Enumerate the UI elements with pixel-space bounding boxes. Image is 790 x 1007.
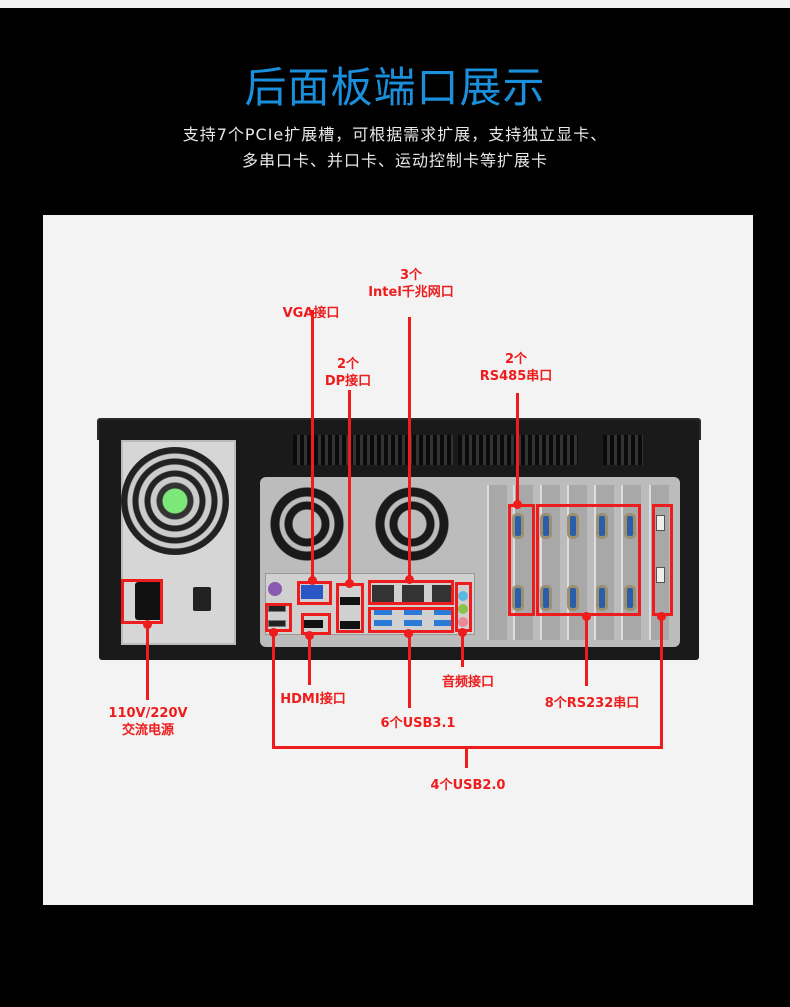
usb2-io-leader-dot xyxy=(269,628,278,637)
dp-highlight xyxy=(336,583,364,633)
subtitle-line-1: 支持7个PCIe扩展槽，可根据需求扩展，支持独立显卡、 xyxy=(182,125,608,144)
label-power-text: 交流电源 xyxy=(121,723,174,738)
psu-fan-icon xyxy=(121,447,229,555)
rs485-leader-dot xyxy=(513,500,522,509)
rs232-highlight xyxy=(536,504,641,616)
label-hdmi: HDMI接口 xyxy=(280,692,346,707)
db9-port-icon xyxy=(624,585,636,611)
vga-leader-line xyxy=(311,310,314,581)
page-title: 后面板端口展示 xyxy=(244,63,546,112)
rj45-port-icon xyxy=(372,585,394,603)
usb3-port-icon xyxy=(404,609,422,615)
db9-port-icon xyxy=(567,513,579,539)
label-usb20: 4个USB2.0 xyxy=(430,778,506,793)
power-inlet-highlight xyxy=(121,579,163,624)
vga-port-icon xyxy=(301,585,323,599)
rj45-port-icon xyxy=(432,585,454,603)
usb3-port-icon xyxy=(434,609,452,615)
subtitle-line-2: 多串口卡、并口卡、运动控制卡等扩展卡 xyxy=(241,151,548,170)
audio-line-out-icon xyxy=(458,604,468,614)
usb3-port-icon xyxy=(434,620,452,626)
usb31-leader-dot xyxy=(404,629,413,638)
usb2-io-highlight xyxy=(265,603,292,632)
ps2-port-icon xyxy=(268,582,282,596)
ac-power-inlet-icon xyxy=(135,582,163,620)
rs485-highlight xyxy=(508,504,535,616)
label-dp-text: DP接口 xyxy=(324,374,372,389)
usb2-bracket-leader-dot xyxy=(657,612,666,621)
hdmi-leader-dot xyxy=(305,631,314,640)
dp-port-icon xyxy=(340,597,360,605)
hdmi-port-icon xyxy=(303,620,323,628)
rs232-leader-line xyxy=(585,616,588,686)
vent-grille xyxy=(603,435,643,465)
audio-leader-dot xyxy=(458,628,467,637)
usb31-leader-line xyxy=(408,633,411,708)
db9-port-icon xyxy=(624,513,636,539)
rs232-leader-dot xyxy=(582,612,591,621)
audio-highlight xyxy=(455,582,472,632)
label-vga: VGA接口 xyxy=(282,306,340,321)
dp-leader-dot xyxy=(345,579,354,588)
db9-port-icon xyxy=(512,513,524,539)
label-rs485-count: 2个 xyxy=(504,352,528,367)
rear-panel-diagram: 3个 Intel千兆网口 VGA接口 2个 DP接口 2个 RS485串口 11… xyxy=(43,215,753,905)
label-rs485-text: RS485串口 xyxy=(479,369,553,384)
power-switch-icon xyxy=(193,587,211,611)
db9-port-icon xyxy=(540,513,552,539)
label-power-voltage: 110V/220V xyxy=(108,706,188,721)
label-rs485: 2个 RS485串口 xyxy=(471,351,561,385)
dp-leader-line xyxy=(348,390,351,583)
top-strip xyxy=(0,0,790,8)
power-leader-line xyxy=(146,624,149,700)
lan-leader-line xyxy=(408,317,411,580)
vga-highlight xyxy=(297,581,332,605)
audio-mic-icon xyxy=(458,617,468,627)
label-intel-lan-text: Intel千兆网口 xyxy=(368,285,454,300)
usb2-io-leader-line xyxy=(272,632,275,748)
label-audio: 音频接口 xyxy=(441,675,494,690)
case-fan-icon xyxy=(268,485,346,563)
label-power: 110V/220V 交流电源 xyxy=(103,705,193,739)
db9-port-icon xyxy=(596,513,608,539)
label-intel-lan-count: 3个 xyxy=(399,268,423,283)
usb2-summary-leader xyxy=(465,746,468,768)
usb2-bracket-leader-line xyxy=(660,616,663,749)
usb3-port-icon xyxy=(404,620,422,626)
lan-leader-dot xyxy=(405,575,414,584)
usb2-bracket-highlight xyxy=(652,504,673,616)
case-fan-icon xyxy=(373,485,451,563)
db9-port-icon xyxy=(512,585,524,611)
rj45-port-icon xyxy=(402,585,424,603)
bracket-usb2-icon xyxy=(656,515,665,531)
page-subtitle: 支持7个PCIe扩展槽，可根据需求扩展，支持独立显卡、 多串口卡、并口卡、运动控… xyxy=(0,122,790,174)
audio-line-in-icon xyxy=(458,591,468,601)
hdmi-leader-line xyxy=(308,635,311,685)
label-usb31: 6个USB3.1 xyxy=(380,716,456,731)
usb3-port-icon xyxy=(374,620,392,626)
lan-highlight xyxy=(368,580,454,605)
hdmi-highlight xyxy=(301,613,331,635)
db9-port-icon xyxy=(540,585,552,611)
vent-grille xyxy=(293,435,453,465)
audio-leader-line xyxy=(461,632,464,667)
vga-leader-dot xyxy=(308,576,317,585)
pcie-slot xyxy=(487,485,507,640)
power-leader-dot xyxy=(143,620,152,629)
label-dp: 2个 DP接口 xyxy=(306,356,390,390)
label-dp-count: 2个 xyxy=(336,357,360,372)
db9-port-icon xyxy=(567,585,579,611)
label-intel-lan: 3个 Intel千兆网口 xyxy=(366,267,456,301)
usb3-port-icon xyxy=(374,609,392,615)
rs485-leader-line xyxy=(516,393,519,504)
label-rs232: 8个RS232串口 xyxy=(544,696,640,711)
dp-port-icon xyxy=(340,621,360,629)
bracket-usb2-icon xyxy=(656,567,665,583)
usb2-port-icon xyxy=(268,620,286,627)
db9-port-icon xyxy=(596,585,608,611)
